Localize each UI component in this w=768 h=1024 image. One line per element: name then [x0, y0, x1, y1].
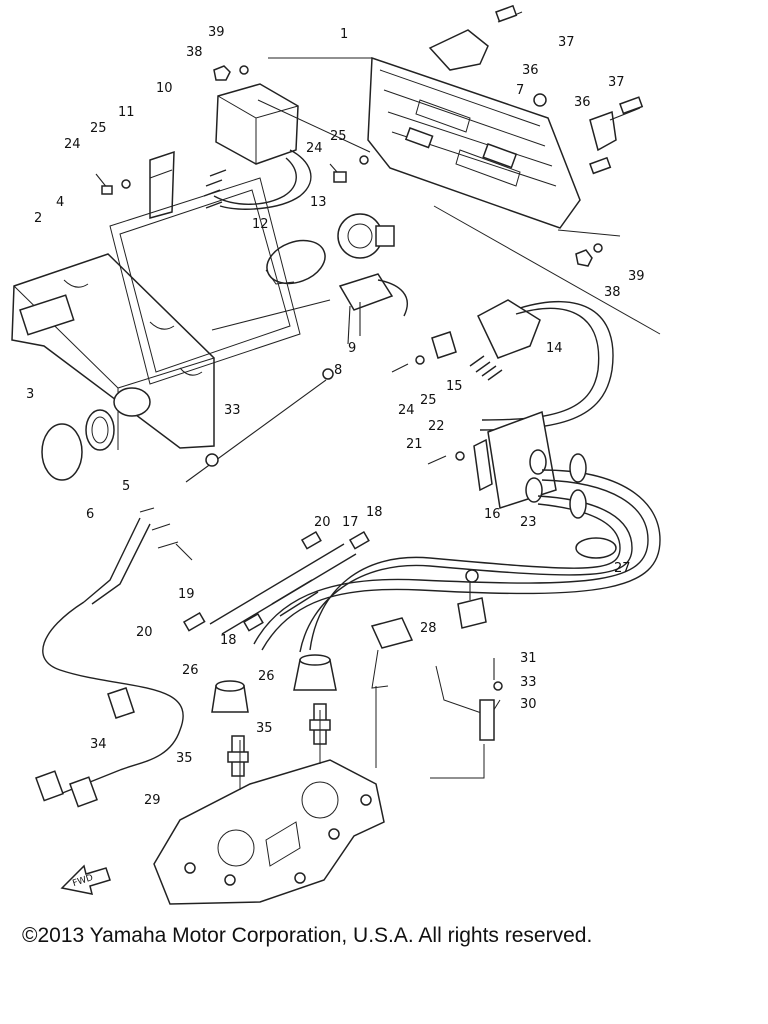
callout-4: 4 — [56, 195, 64, 210]
callout-17: 17 — [342, 515, 359, 530]
harness-clip — [107, 687, 135, 719]
callout-38b: 38 — [604, 285, 621, 300]
switch-harness — [338, 273, 408, 345]
callout-18a: 18 — [366, 505, 383, 520]
callout-33a: 33 — [224, 403, 241, 418]
callout-25c: 25 — [420, 393, 437, 408]
fwd-arrow-icon: FWD — [60, 864, 111, 895]
callout-20b: 20 — [136, 625, 153, 640]
callout-2: 2 — [34, 211, 42, 226]
cylinder-head — [153, 759, 385, 905]
callout-6: 6 — [86, 507, 94, 522]
callout-7: 7 — [516, 83, 524, 98]
callout-numbers: 1 2 3 4 5 6 7 8 9 10 11 12 13 14 15 16 1… — [26, 25, 645, 808]
wire-harness — [35, 507, 193, 808]
callout-26a: 26 — [182, 663, 199, 678]
nut-washer-top — [213, 65, 603, 267]
sensor-bracket — [435, 569, 503, 741]
hoses-and-clips — [182, 530, 370, 635]
callout-18b: 18 — [220, 633, 237, 648]
callout-34: 34 — [90, 737, 107, 752]
callout-24b: 24 — [306, 141, 323, 156]
lead-clamps — [569, 453, 617, 559]
gasket — [109, 177, 301, 385]
callout-37a: 37 — [558, 35, 575, 50]
callout-20a: 20 — [314, 515, 331, 530]
callout-36b: 36 — [574, 95, 591, 110]
cap-and-ring — [41, 409, 115, 481]
callout-5: 5 — [122, 479, 130, 494]
callout-38a: 38 — [186, 45, 203, 60]
callout-1: 1 — [340, 27, 348, 42]
callout-25b: 25 — [330, 129, 347, 144]
callout-3: 3 — [26, 387, 34, 402]
copyright-notice: ©2013 Yamaha Motor Corporation, U.S.A. A… — [22, 924, 593, 947]
callout-11: 11 — [118, 105, 135, 120]
small-bracket — [149, 150, 175, 219]
callout-14: 14 — [546, 341, 563, 356]
callout-24c: 24 — [398, 403, 415, 418]
callout-26b: 26 — [258, 669, 275, 684]
leader-lines — [211, 57, 661, 790]
callout-16: 16 — [484, 507, 501, 522]
exploded-parts-diagram: FWD 1 2 3 4 5 6 7 8 9 10 11 12 13 14 15 … — [11, 4, 661, 905]
callout-35a: 35 — [256, 721, 273, 736]
high-tension-leads — [253, 469, 661, 653]
callout-36a: 36 — [522, 63, 539, 78]
clamp-15 — [391, 331, 457, 373]
callout-33b: 33 — [520, 675, 537, 690]
callout-15: 15 — [446, 379, 463, 394]
callout-35b: 35 — [176, 751, 193, 766]
callout-37b: 37 — [608, 75, 625, 90]
callout-12: 12 — [252, 217, 269, 232]
bracket-bolts-upper — [428, 4, 644, 175]
callout-29: 29 — [144, 793, 161, 808]
callout-21: 21 — [406, 437, 423, 452]
screws-washers-left — [95, 155, 369, 195]
callout-27: 27 — [614, 561, 631, 576]
callout-28: 28 — [420, 621, 437, 636]
callout-30: 30 — [520, 697, 537, 712]
spark-plug-caps — [211, 654, 337, 713]
ignition-coil-upper — [469, 299, 614, 431]
callout-19: 19 — [178, 587, 195, 602]
callout-24a: 24 — [64, 137, 81, 152]
callout-25a: 25 — [90, 121, 107, 136]
callout-13: 13 — [310, 195, 327, 210]
callout-39a: 39 — [208, 25, 225, 40]
callout-8: 8 — [334, 363, 342, 378]
callout-22: 22 — [428, 419, 445, 434]
callout-31: 31 — [520, 651, 537, 666]
rectifier-unit — [203, 83, 312, 210]
callout-23: 23 — [520, 515, 537, 530]
cover — [11, 253, 215, 450]
long-bolt — [185, 368, 334, 483]
solenoid-assembly — [265, 213, 395, 285]
ignition-coil-lower — [427, 410, 557, 509]
callout-39b: 39 — [628, 269, 645, 284]
callout-10: 10 — [156, 81, 173, 96]
bracket-28 — [370, 617, 414, 689]
electrical-box-bracket — [367, 56, 581, 229]
callout-9: 9 — [348, 341, 356, 356]
